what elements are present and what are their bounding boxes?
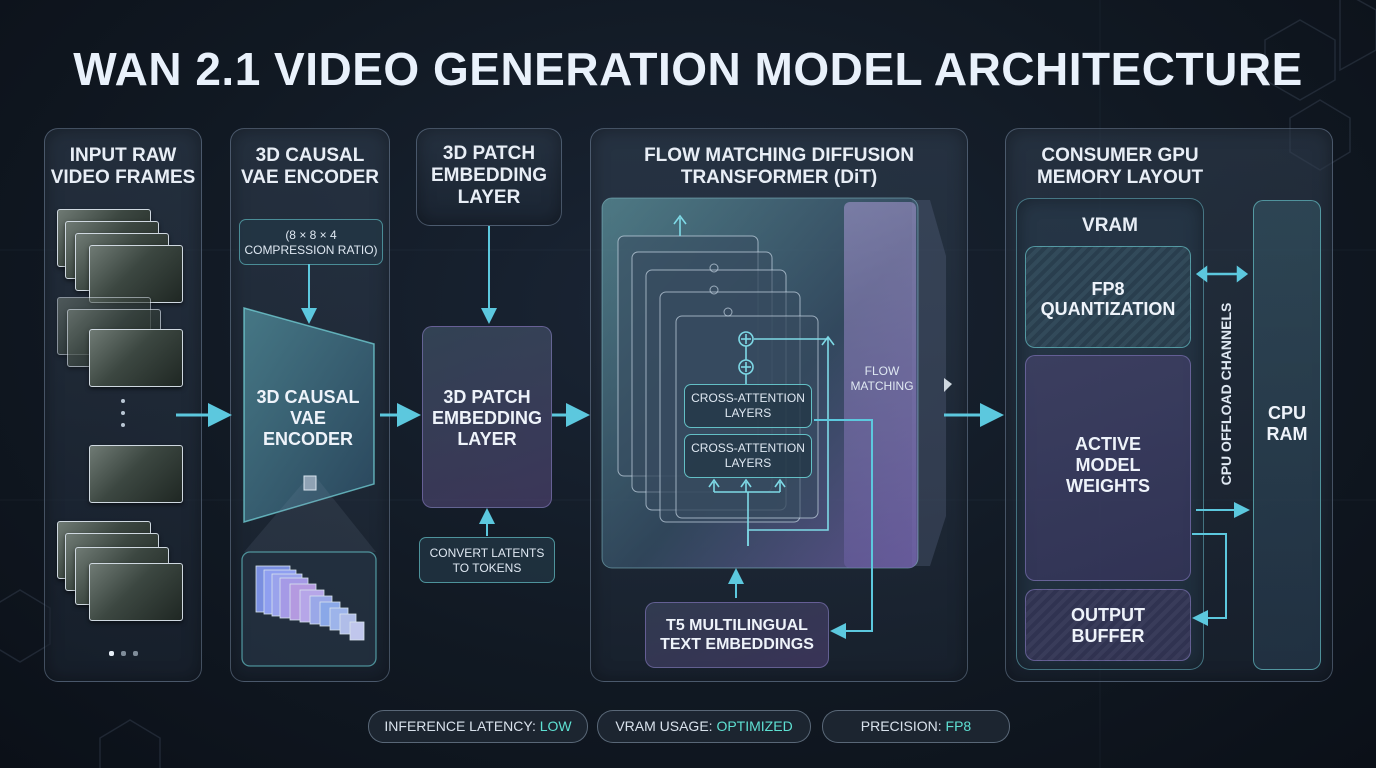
vae-encoder-shape	[243, 307, 375, 524]
t5-line2: TEXT EMBEDDINGS	[660, 636, 814, 653]
vram-label: VRAM	[1082, 215, 1138, 236]
pager-dot	[109, 651, 114, 656]
cross2-line2: LAYERS	[724, 456, 772, 470]
compression-ratio-note: (8 × 8 × 4 COMPRESSION RATIO)	[239, 219, 383, 265]
page-title: WAN 2.1 VIDEO GENERATION MODEL ARCHITECT…	[73, 43, 1303, 95]
convert-note-line1: CONVERT LATENTS	[429, 546, 545, 560]
ellipsis-dot	[121, 399, 125, 403]
cross-attention-layers-2: CROSS-ATTENTION LAYERS	[684, 434, 812, 478]
latent-stack-diagram	[241, 475, 377, 667]
input-panel-title-line2: VIDEO FRAMES	[50, 167, 196, 188]
input-frames-panel: INPUT RAW VIDEO FRAMES	[44, 128, 202, 682]
dit-title-line1: FLOW MATCHING DIFFUSION	[644, 145, 914, 166]
gpu-title-line2: MEMORY LAYOUT	[1036, 167, 1204, 188]
precision-value: FP8	[945, 718, 972, 734]
cross1-line1: CROSS-ATTENTION	[691, 391, 805, 405]
cross1-line2: LAYERS	[724, 406, 772, 420]
cpu-ram-box: CPU RAM	[1253, 200, 1321, 670]
vae-panel-title-line1: 3D CAUSAL	[255, 145, 365, 166]
video-frame	[89, 329, 183, 387]
dit-title-line2: TRANSFORMER (DiT)	[680, 167, 878, 188]
active-model-weights-box: ACTIVE MODEL WEIGHTS	[1025, 355, 1191, 581]
convert-latents-note: CONVERT LATENTS TO TOKENS	[419, 537, 555, 583]
vae-box-line3: ENCODER	[262, 429, 353, 449]
ellipsis-dot	[121, 423, 125, 427]
weights-line1: ACTIVE	[1074, 434, 1141, 454]
output-line1: OUTPUT	[1071, 605, 1145, 625]
input-panel-title-line1: INPUT RAW	[69, 145, 177, 166]
patch-box-line1: 3D PATCH	[443, 387, 531, 407]
t5-line1: T5 MULTILINGUAL	[666, 617, 808, 634]
fp8-quantization-box: FP8 QUANTIZATION	[1025, 246, 1191, 348]
video-frame	[89, 445, 183, 503]
cpu-line2: RAM	[1266, 424, 1308, 444]
weights-line3: WEIGHTS	[1066, 476, 1150, 496]
precision-label: PRECISION:	[860, 718, 946, 734]
pager-dot	[121, 651, 126, 656]
output-line2: BUFFER	[1071, 626, 1145, 646]
patch-embedding-title-box: 3D PATCH EMBEDDING LAYER	[416, 128, 562, 226]
status-pill-precision: PRECISION: FP8	[822, 710, 1010, 743]
compression-note-line1: (8 × 8 × 4	[285, 228, 337, 242]
compression-note-line2: COMPRESSION RATIO)	[244, 243, 378, 257]
video-frame	[89, 563, 183, 621]
patch-embedding-box: 3D PATCH EMBEDDING LAYER	[422, 326, 552, 508]
patch-box-line2: EMBEDDING	[431, 408, 542, 428]
patch-title-line1: 3D PATCH	[442, 143, 536, 164]
patch-box-line3: LAYER	[457, 429, 517, 449]
flow-matching-line1: FLOW	[864, 364, 900, 378]
cross-attention-layers-1: CROSS-ATTENTION LAYERS	[684, 384, 812, 428]
fp8-line1: FP8	[1091, 279, 1125, 299]
patch-title-line3: LAYER	[457, 187, 521, 208]
vae-panel-title-line2: VAE ENCODER	[241, 167, 379, 188]
output-buffer-box: OUTPUT BUFFER	[1025, 589, 1191, 661]
latency-label: INFERENCE LATENCY:	[384, 718, 540, 734]
t5-text-embeddings-box: T5 MULTILINGUAL TEXT EMBEDDINGS	[645, 602, 829, 668]
pager-dot	[133, 651, 138, 656]
gpu-title-line1: CONSUMER GPU	[1041, 145, 1199, 166]
vae-box-line2: VAE	[290, 408, 326, 428]
weights-line2: MODEL	[1075, 455, 1141, 475]
status-pill-latency: INFERENCE LATENCY: LOW	[368, 710, 588, 743]
vram-usage-label: VRAM USAGE:	[615, 718, 717, 734]
latency-value: LOW	[539, 718, 572, 734]
patch-title-line2: EMBEDDING	[430, 165, 548, 186]
status-pill-vram: VRAM USAGE: OPTIMIZED	[597, 710, 811, 743]
convert-note-line2: TO TOKENS	[452, 561, 522, 575]
flow-matching-line2: MATCHING	[850, 379, 914, 393]
fp8-line2: QUANTIZATION	[1040, 299, 1176, 319]
ellipsis-dot	[121, 411, 125, 415]
vram-usage-value: OPTIMIZED	[716, 718, 793, 734]
cross2-line1: CROSS-ATTENTION	[691, 441, 805, 455]
video-frame	[89, 245, 183, 303]
cpu-line1: CPU	[1267, 403, 1306, 423]
vae-box-line1: 3D CAUSAL	[256, 387, 360, 407]
